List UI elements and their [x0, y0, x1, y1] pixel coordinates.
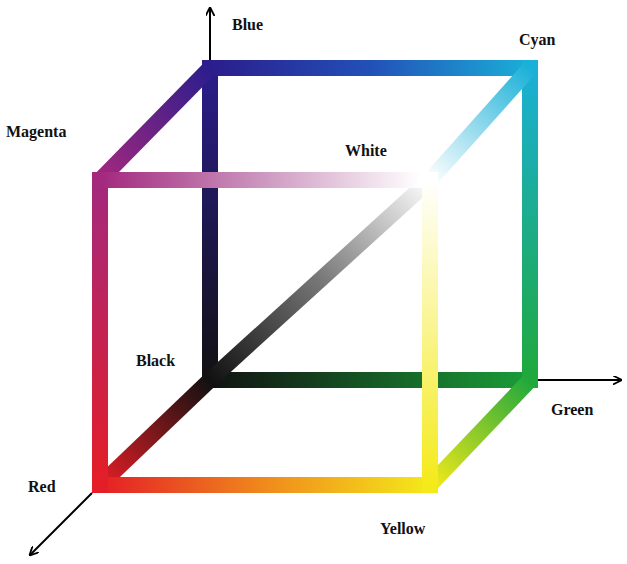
- cube-edge: [100, 380, 210, 485]
- cube-edge: [522, 68, 538, 380]
- cube-edge: [100, 172, 420, 188]
- cube-edge: [430, 68, 530, 180]
- vertex-label: Cyan: [519, 32, 555, 48]
- cube-edge: [210, 372, 530, 388]
- blue-axis: [209, 8, 211, 60]
- vertex-label: White: [345, 143, 387, 159]
- cube-edge: [100, 477, 430, 493]
- vertex-label: Red: [28, 479, 56, 495]
- vertex-label: Yellow: [380, 521, 425, 537]
- cube-edge: [92, 180, 108, 485]
- cube-edge: [210, 60, 530, 76]
- cube-edge: [430, 380, 530, 485]
- red-axis: [30, 493, 92, 555]
- cube-edge: [202, 68, 218, 380]
- vertex-label: Green: [551, 402, 593, 418]
- grey-diagonal: [210, 180, 430, 380]
- axes: [30, 8, 621, 555]
- green-axis: [538, 379, 621, 381]
- cube-edge: [422, 180, 438, 485]
- vertex-label: Black: [136, 353, 175, 369]
- cube-edges: [100, 68, 530, 485]
- vertex-label: Magenta: [6, 124, 66, 140]
- vertex-label: Blue: [232, 17, 263, 33]
- cube-edge: [100, 68, 210, 180]
